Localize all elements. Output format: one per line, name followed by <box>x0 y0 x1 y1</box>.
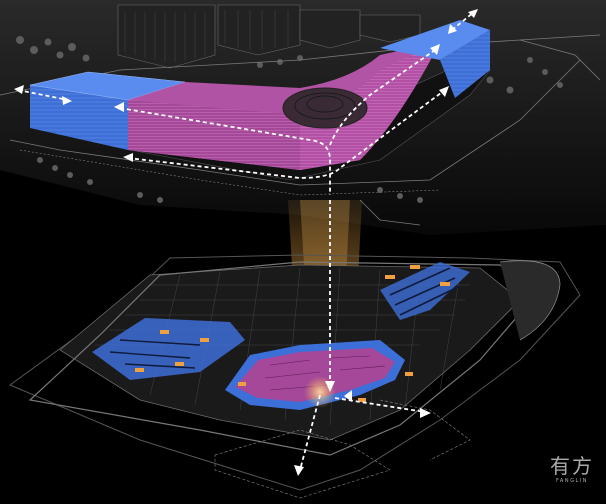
double-headed-arrow-icon <box>14 9 478 476</box>
watermark-chinese: 有方 <box>550 454 594 478</box>
blue-volume-northeast <box>380 20 490 98</box>
watermark-latin: FANGLIN <box>556 478 588 484</box>
watermark-logo: 有方 FANGLIN <box>550 456 594 484</box>
parking-zone-west <box>92 318 245 380</box>
magenta-volume <box>128 42 440 170</box>
circulation-arrows <box>17 11 475 471</box>
blue-volume-west <box>29 71 186 150</box>
parking-zone-east <box>380 262 470 320</box>
upper-building <box>29 20 491 181</box>
